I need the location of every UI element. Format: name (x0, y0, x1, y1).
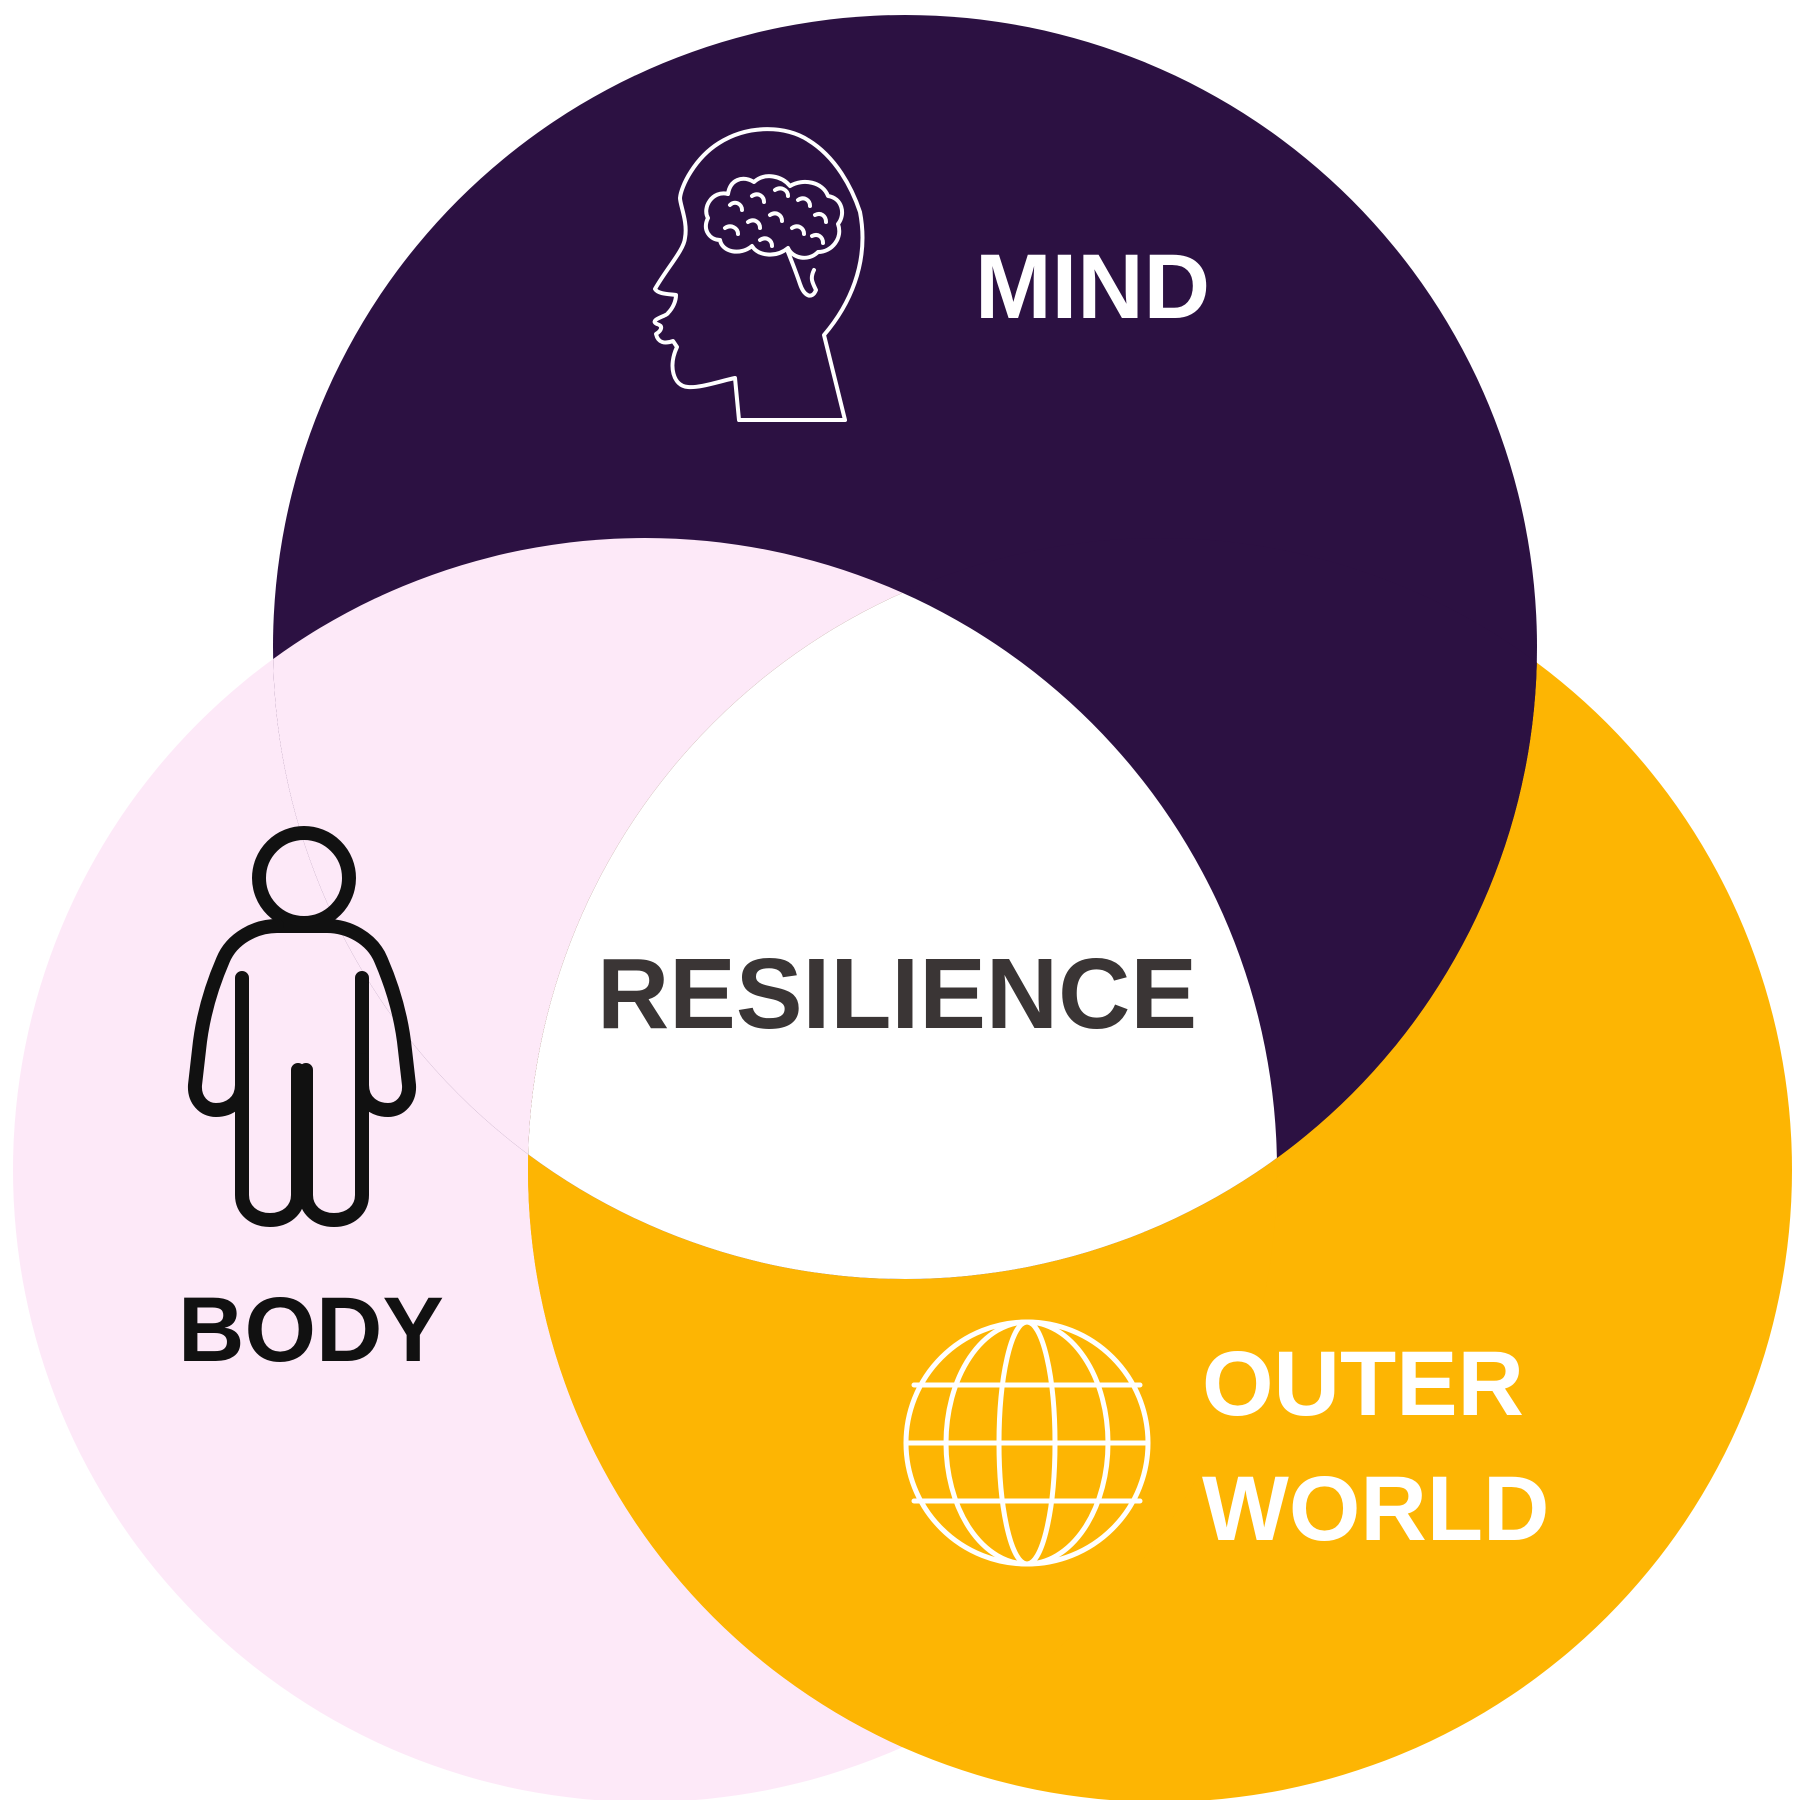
person-icon (187, 826, 417, 1227)
resilience-label: RESILIENCE (597, 938, 1197, 1050)
outer-world-label-line1: OUTER (1202, 1333, 1524, 1435)
brain-head-icon (652, 127, 865, 422)
resilience-center-region (528, 538, 1277, 1279)
body-label: BODY (178, 1279, 444, 1381)
globe-icon (903, 1319, 1151, 1567)
mind-label: MIND (975, 236, 1210, 338)
outer-world-label-line2: WORLD (1202, 1458, 1549, 1560)
